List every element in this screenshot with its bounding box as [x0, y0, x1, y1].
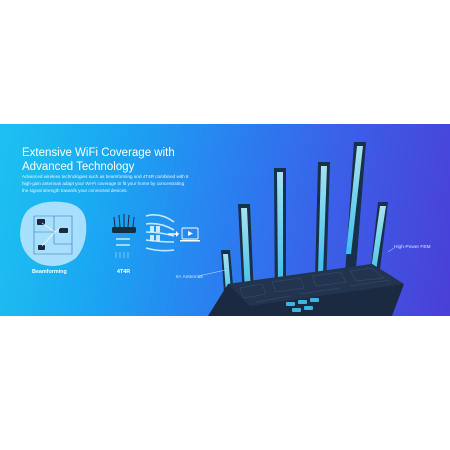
fem-callout-line	[387, 247, 395, 253]
description-line-2: high-gain antennas adapt your Wi-Fi cove…	[22, 180, 185, 186]
callout-fem: High-Power FEM	[394, 245, 431, 250]
title-line-1: Extensive WiFi Coverage with	[22, 147, 175, 159]
illustration	[20, 142, 404, 316]
antennas-callout-line	[197, 269, 227, 277]
led-indicators	[286, 298, 319, 312]
description-line-3: the signal strength towards your connect…	[22, 187, 128, 193]
beamforming-house-icon	[20, 201, 87, 266]
banner-description: Advanced wireless technologies such as b…	[22, 174, 210, 194]
laptop-icon	[180, 227, 200, 242]
feature-label-beamforming: Beamforming	[32, 269, 67, 275]
mini-router-icon	[112, 214, 136, 258]
feature-banner: Extensive WiFi Coverage with Advanced Te…	[0, 124, 450, 316]
feature-label-4t4r: 4T4R	[117, 269, 131, 275]
signal-streams-icon	[145, 214, 175, 252]
title-line-2: Advanced Technology	[22, 161, 135, 173]
stream-boxes-icon	[150, 226, 160, 241]
arrow-icon	[168, 231, 179, 237]
description-line-1: Advanced wireless technologies such as b…	[22, 174, 189, 179]
router-body	[208, 264, 404, 316]
banner-title: Extensive WiFi Coverage with Advanced Te…	[22, 146, 202, 174]
callout-antennas: 6× Antennas	[176, 275, 203, 280]
